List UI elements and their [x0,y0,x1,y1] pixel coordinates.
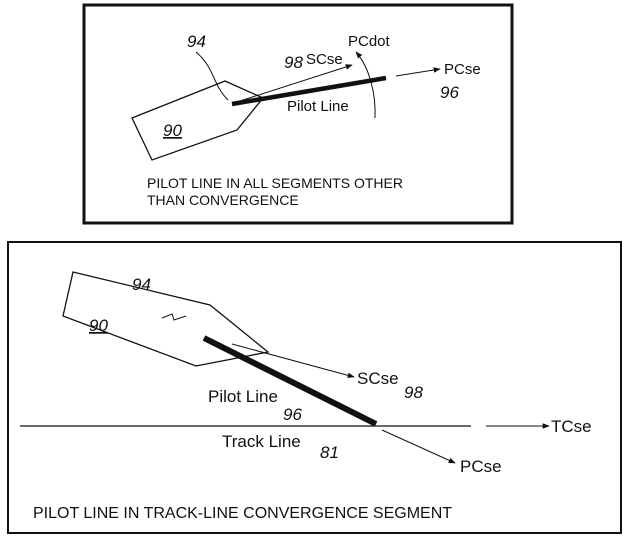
bottom-pcse-arrow [382,430,455,463]
top-ref-98: 98 [284,53,303,72]
top-caption-line2: THAN CONVERGENCE [147,192,299,208]
top-ref-96: 96 [440,83,459,102]
top-pilot-line-label: Pilot Line [287,98,349,115]
top-leader-94 [196,52,228,100]
top-scse-label: SCse [306,51,343,68]
bottom-ref-81: 81 [320,443,339,462]
bottom-squiggle [162,314,186,320]
bottom-track-line-label: Track Line [222,432,301,451]
bottom-pilot-line-label: Pilot Line [208,387,278,406]
top-pcdot-arc [356,52,375,118]
bottom-panel-frame [8,242,621,533]
top-ref-90: 90 [163,121,182,140]
top-vessel-hull [132,81,263,160]
bottom-ref-90: 90 [89,316,108,335]
top-pcse-label: PCse [444,61,481,78]
bottom-ref-94: 94 [132,275,151,294]
bottom-ref-98: 98 [404,383,423,402]
top-panel: 94 98 SCse PCdot PCse 96 Pilot Line 90 P… [84,5,512,223]
top-ref-94: 94 [187,32,206,51]
bottom-ref-96: 96 [283,405,302,424]
bottom-scse-label: SCse [357,369,399,388]
bottom-panel: 94 90 SCse 98 Pilot Line 96 Track Line 8… [8,242,621,533]
top-caption-line1: PILOT LINE IN ALL SEGMENTS OTHER [147,175,403,191]
top-pcse-arrow [396,69,440,76]
top-pcdot-label: PCdot [348,33,391,50]
bottom-caption: PILOT LINE IN TRACK-LINE CONVERGENCE SEG… [33,505,452,522]
bottom-pcse-label: PCse [460,457,502,476]
bottom-tcse-label: TCse [551,417,592,436]
